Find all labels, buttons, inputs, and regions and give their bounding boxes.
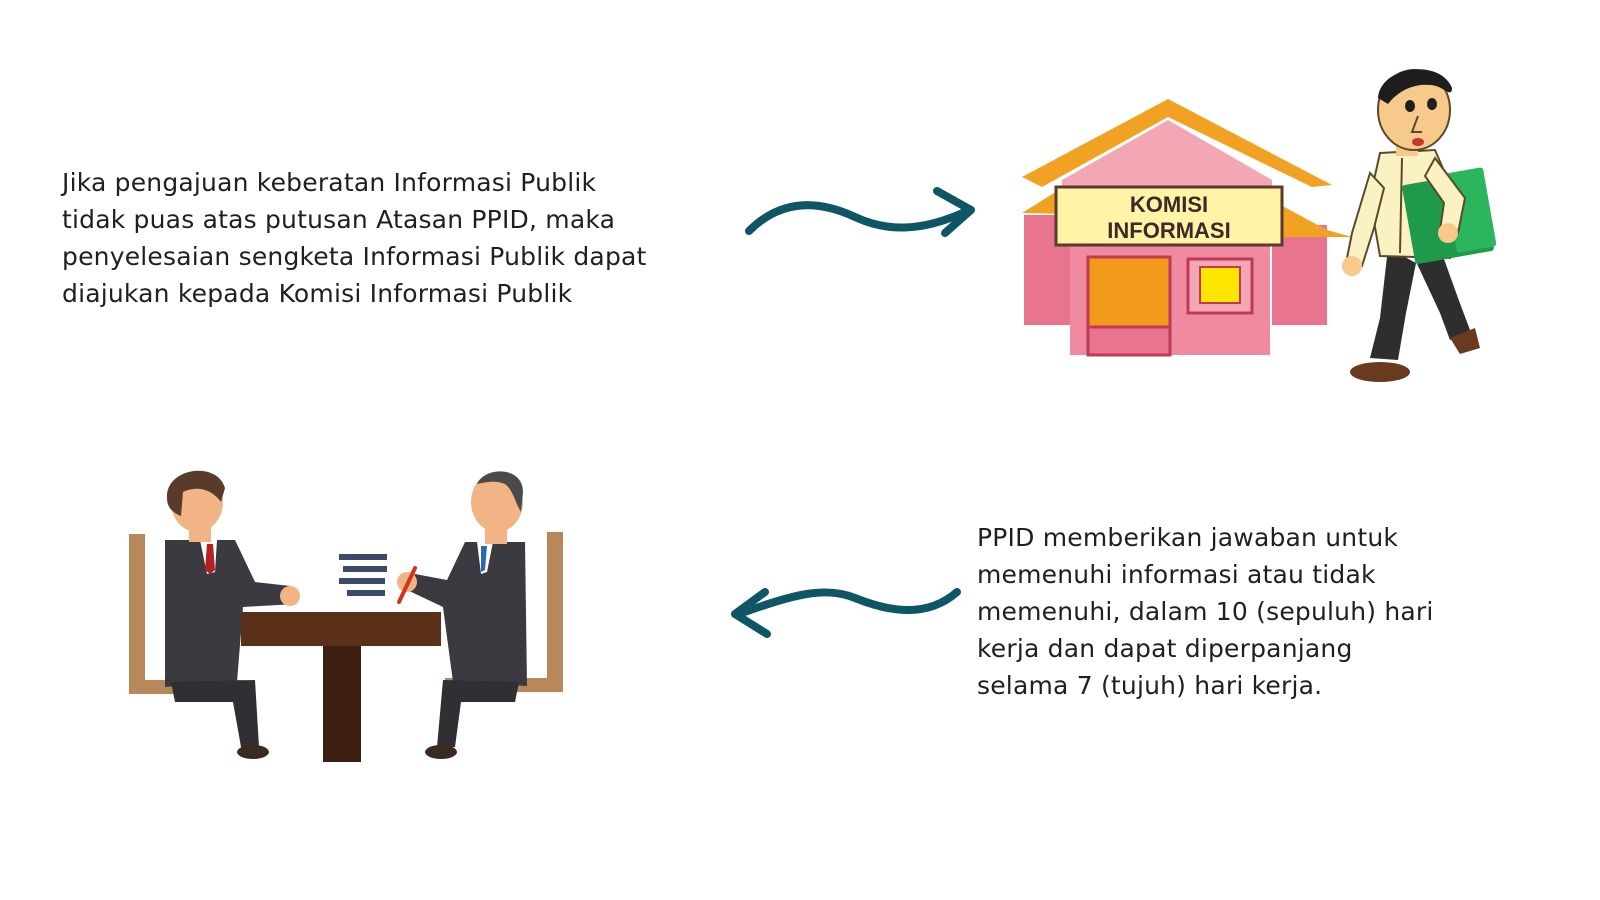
building-sign-line1: KOMISI bbox=[1130, 192, 1208, 217]
curved-arrow-left-icon bbox=[731, 588, 961, 638]
curved-arrow-right-icon bbox=[745, 187, 975, 237]
text-line: Jika pengajuan keberatan Informasi Publi… bbox=[62, 168, 597, 197]
text-line: tidak puas atas putusan Atasan PPID, mak… bbox=[62, 205, 616, 234]
building-sign-line2: INFORMASI bbox=[1107, 218, 1230, 243]
komisi-informasi-building: KOMISI INFORMASI bbox=[1022, 99, 1352, 357]
text-line: memenuhi informasi atau tidak bbox=[977, 560, 1376, 589]
text-line: diajukan kepada Komisi Informasi Publik bbox=[62, 279, 573, 308]
text-line: memenuhi, dalam 10 (sepuluh) hari bbox=[977, 597, 1434, 626]
text-line: PPID memberikan jawaban untuk bbox=[977, 523, 1399, 552]
person-with-folder bbox=[1342, 69, 1497, 382]
two-businessmen-meeting bbox=[129, 470, 563, 762]
step-text-top: Jika pengajuan keberatan Informasi Publi… bbox=[62, 164, 702, 312]
text-line: penyelesaian sengketa Informasi Publik d… bbox=[62, 242, 647, 271]
text-line: selama 7 (tujuh) hari kerja. bbox=[977, 671, 1323, 700]
step-text-bottom: PPID memberikan jawaban untuk memenuhi i… bbox=[977, 519, 1537, 704]
text-line: kerja dan dapat diperpanjang bbox=[977, 634, 1353, 663]
